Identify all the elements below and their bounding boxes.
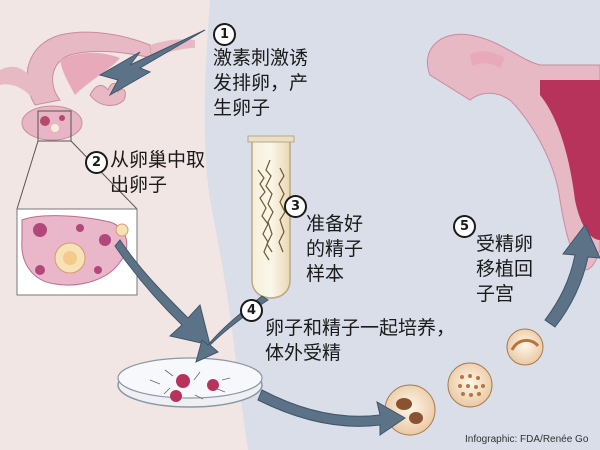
ovary-enlarged [16,208,138,296]
step-1-text: 激素刺激诱 发排卵，产 生卵子 [213,47,309,119]
step-5-number: 5 [453,215,476,238]
sperm-tube [247,135,295,299]
right-uterus [426,33,600,271]
ovary [21,105,83,141]
step-3-text: 准备好 的精子 样本 [306,213,364,285]
step-4-number: 4 [240,299,263,322]
arrow-2-petri [114,239,211,346]
zoom-box-small [37,110,72,142]
embryo-cells [384,328,544,436]
arrow-4-cells [257,389,406,436]
arrow-5-uterus [544,224,600,328]
arrow-1-ovary [98,29,206,97]
step-4-text: 卵子和精子一起培养， 体外受精 [265,317,456,364]
petri-dish [117,357,263,408]
step-2-number: 2 [85,151,108,174]
step-2-text: 从卵巢中取 出卵子 [110,149,206,196]
step-3-number: 3 [284,195,307,218]
infographic-credit: Infographic: FDA/Renée Go [465,434,589,445]
step-1-number: 1 [213,23,236,46]
step-5-text: 受精卵 移植回 子宫 [476,233,534,305]
